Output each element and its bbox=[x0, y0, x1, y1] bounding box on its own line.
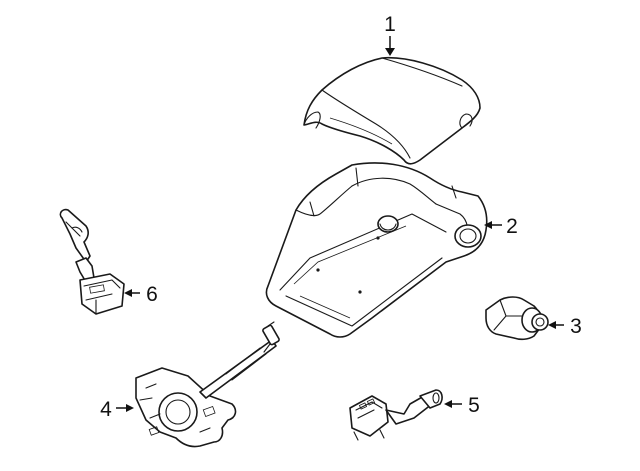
callout-label-6: 6 bbox=[146, 283, 158, 306]
callout-6: 6 bbox=[124, 283, 158, 306]
callout-label-1: 1 bbox=[384, 13, 396, 36]
callout-label-3: 3 bbox=[570, 315, 582, 338]
callout-label-5: 5 bbox=[468, 394, 480, 417]
callout-label-2: 2 bbox=[506, 215, 518, 238]
callout-4: 4 bbox=[100, 398, 134, 421]
part-2-lower-shroud[interactable] bbox=[265, 162, 488, 338]
callout-5: 5 bbox=[444, 394, 480, 417]
part-5-wiper-switch[interactable] bbox=[349, 389, 443, 441]
callout-label-4: 4 bbox=[100, 398, 112, 421]
part-6-turn-signal-switch[interactable] bbox=[59, 208, 125, 315]
callout-1: 1 bbox=[384, 13, 396, 56]
part-1-upper-shroud[interactable] bbox=[303, 56, 481, 165]
callout-3: 3 bbox=[548, 315, 582, 338]
part-3-lock-housing[interactable] bbox=[485, 296, 549, 341]
callout-2: 2 bbox=[484, 215, 518, 238]
part-4-clockspring[interactable] bbox=[135, 321, 280, 448]
